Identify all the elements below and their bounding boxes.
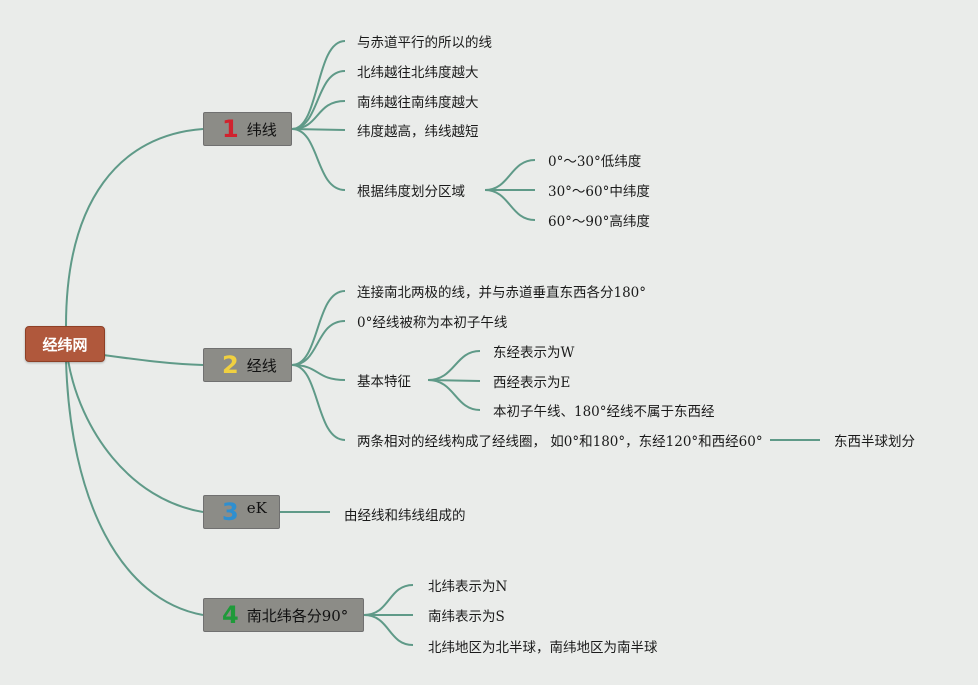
edge-feat-3 [427,379,481,411]
zone-high[interactable]: 60°～90°高纬度 [548,214,650,230]
feature-east[interactable]: 东经表示为W [493,345,575,361]
edge-zone-3 [484,189,536,221]
edge-root-b4 [65,359,204,616]
edge-b2-c3 [291,364,346,381]
edge-b1-c2 [291,70,346,130]
edge-b2-c1 [291,290,346,366]
feature-prime[interactable]: 本初子午线、180°经线不属于东西经 [493,404,715,420]
edge-b4-c1 [363,584,414,616]
feature-west[interactable]: 西经表示为E [493,375,571,391]
edge-b1-c4 [291,128,346,131]
leaf-b4-1[interactable]: 北纬表示为N [428,579,508,595]
branch-number-4: 4 [222,601,239,629]
edge-feat-1 [427,350,481,381]
leaf-b1-5[interactable]: 根据纬度划分区域 [357,184,465,200]
edge-b1-c1 [291,40,346,130]
leaf-b3-1[interactable]: 由经线和纬线组成的 [344,508,466,524]
zone-mid[interactable]: 30°～60°中纬度 [548,184,650,200]
leaf-b1-3[interactable]: 南纬越往南纬度越大 [357,95,479,111]
branch-label-3: eK [246,499,267,517]
zone-low[interactable]: 0°～30°低纬度 [548,154,642,170]
circle-note[interactable]: 东西半球划分 [834,434,915,450]
edge-root-b3 [67,359,204,513]
branch-node-2[interactable]: 2 经线 [203,348,292,382]
edge-feat-2 [427,379,481,382]
branch-node-4[interactable]: 4 南北纬各分90° [203,598,364,632]
branch-number-2: 2 [222,351,239,379]
branch-number-1: 1 [222,115,239,143]
leaf-b2-2[interactable]: 0°经线被称为本初子午线 [357,315,508,331]
leaf-b1-1[interactable]: 与赤道平行的所以的线 [357,35,492,51]
edge-b2-c4 [291,364,346,441]
branch-node-1[interactable]: 1 纬线 [203,112,292,146]
leaf-b2-3[interactable]: 基本特征 [357,374,411,390]
branch-label-4: 南北纬各分90° [246,606,349,625]
branch-node-3[interactable]: 3 eK [203,495,280,529]
branch-label-2: 经线 [246,356,277,375]
leaf-b4-3[interactable]: 北纬地区为北半球，南纬地区为南半球 [428,640,658,656]
root-node[interactable]: 经纬网 [25,326,105,362]
edge-root-b2 [102,354,204,366]
edge-root-b1 [65,128,204,327]
leaf-b4-2[interactable]: 南纬表示为S [428,609,505,625]
edge-b1-c5 [291,128,346,191]
leaf-b2-1[interactable]: 连接南北两极的线，并与赤道垂直东西各分180° [357,285,647,301]
edge-b4-c3 [363,614,414,646]
edge-b1-c3 [291,100,346,130]
edge-zone-1 [484,159,536,191]
branch-number-3: 3 [222,498,239,526]
edge-b2-c2 [291,320,346,366]
leaf-b1-4[interactable]: 纬度越高，纬线越短 [357,124,479,140]
leaf-b2-4[interactable]: 两条相对的经线构成了经线圈， 如0°和180°，东经120°和西经60° [357,434,763,450]
leaf-b1-2[interactable]: 北纬越往北纬度越大 [357,65,479,81]
branch-label-1: 纬线 [246,120,277,139]
